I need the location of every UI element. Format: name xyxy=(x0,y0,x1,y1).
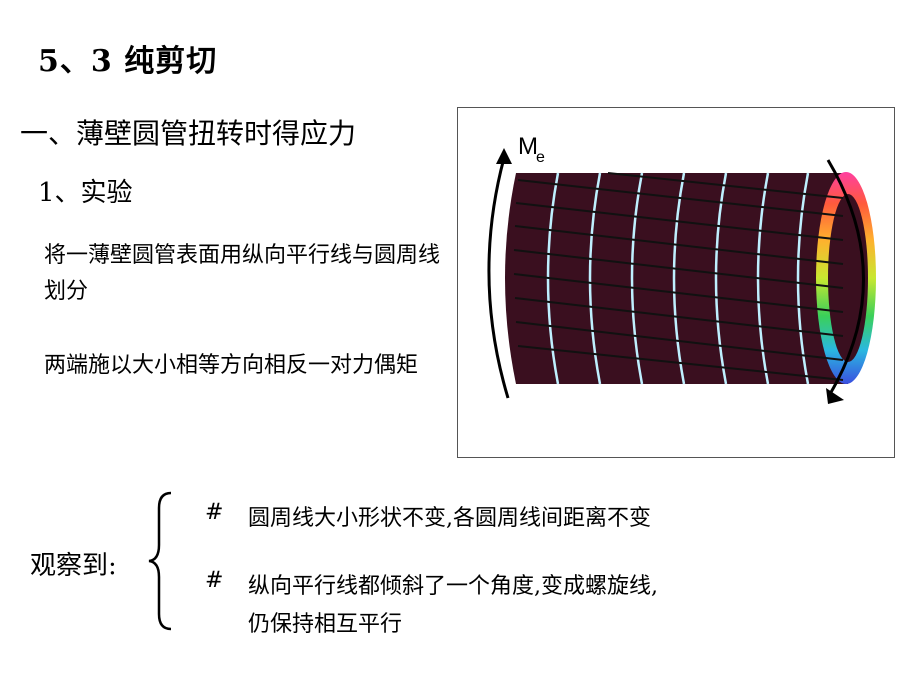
right-arrowhead-icon xyxy=(826,388,844,404)
observation-label: 观察到: xyxy=(30,551,117,581)
helical-lines xyxy=(513,172,844,381)
observation-item-2: 纵向平行线都倾斜了一个角度,变成螺旋线, 仍保持相互平行 xyxy=(248,568,658,644)
description-paragraph-1: 将一薄壁圆管表面用纵向平行线与圆周线划分 xyxy=(44,243,441,304)
observation-item-2-line2: 仍保持相互平行 xyxy=(248,612,403,637)
description-paragraph-2: 两端施以大小相等方向相反一对力偶矩 xyxy=(44,353,419,378)
torsion-tube-figure: M e xyxy=(457,107,895,458)
moment-label: M xyxy=(518,133,538,160)
subsection-heading: 1、实验 xyxy=(38,178,133,208)
observation-item-2-line1: 纵向平行线都倾斜了一个角度,变成螺旋线, xyxy=(248,574,658,599)
observation-item-1: 圆周线大小形状不变,各圆周线间距离不变 xyxy=(248,506,651,531)
bullet-mark: # xyxy=(205,500,224,525)
moment-subscript: e xyxy=(536,149,545,166)
curly-brace-icon xyxy=(148,491,172,631)
left-moment-arrow xyxy=(487,157,510,399)
left-arrowhead-icon xyxy=(496,148,512,164)
section-heading: 一、薄壁圆管扭转时得应力 xyxy=(20,117,357,150)
right-moment-arrow xyxy=(826,159,865,395)
slide-title: 5、3 纯剪切 xyxy=(38,44,218,79)
tube-diagram: M e xyxy=(487,133,876,404)
bullet-mark: # xyxy=(205,568,224,593)
